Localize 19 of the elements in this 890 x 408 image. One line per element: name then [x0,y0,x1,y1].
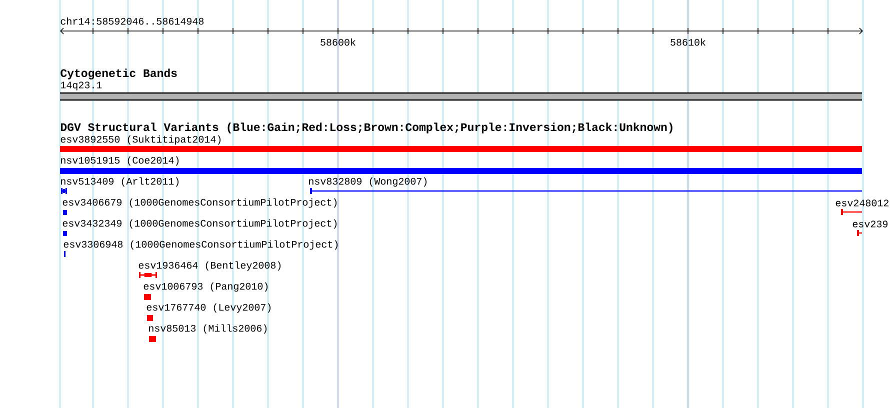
variant-label: esv239 [852,220,888,228]
variant-label: nsv1051915 (Coe2014) [61,156,179,166]
band-label: 14q23.1 [60,82,102,90]
ruler-label: chr14:58592046..58614948 [60,17,204,25]
variant-label: esv1006793 (Pang2010) [144,282,268,292]
variant-label: esv3892550 (Suktitipat2014) [60,135,221,145]
variant-label: esv1936464 (Bentley2008) [138,261,281,271]
variant-label: esv3432349 (1000GenomesConsortiumPilotProject) [62,219,337,229]
variant-label: esv248012 [836,200,888,206]
variant-label: esv1767740 (Levy2007) [146,303,271,313]
variant-label: esv3306948 (1000GenomesConsortiumPilotProject) [64,240,338,250]
variant-label: esv3406679 (1000GenomesConsortiumPilotProject) [62,198,337,208]
variant-label: nsv513409 (Arlt2011) [61,177,179,187]
variant-label: nsv832809 (Wong2007) [309,177,427,187]
track-title: DGV Structural Variants (Blue:Gain;Red:Loss;Brown:Complex;Purple:Inversion;Black:Unknown) [60,122,672,134]
track-title: Cytogenetic Bands [60,68,177,80]
tick-label: 58600k [320,38,356,46]
variant-label: nsv85013 (Mills2006) [149,324,267,334]
tick-label: 58610k [670,38,706,46]
